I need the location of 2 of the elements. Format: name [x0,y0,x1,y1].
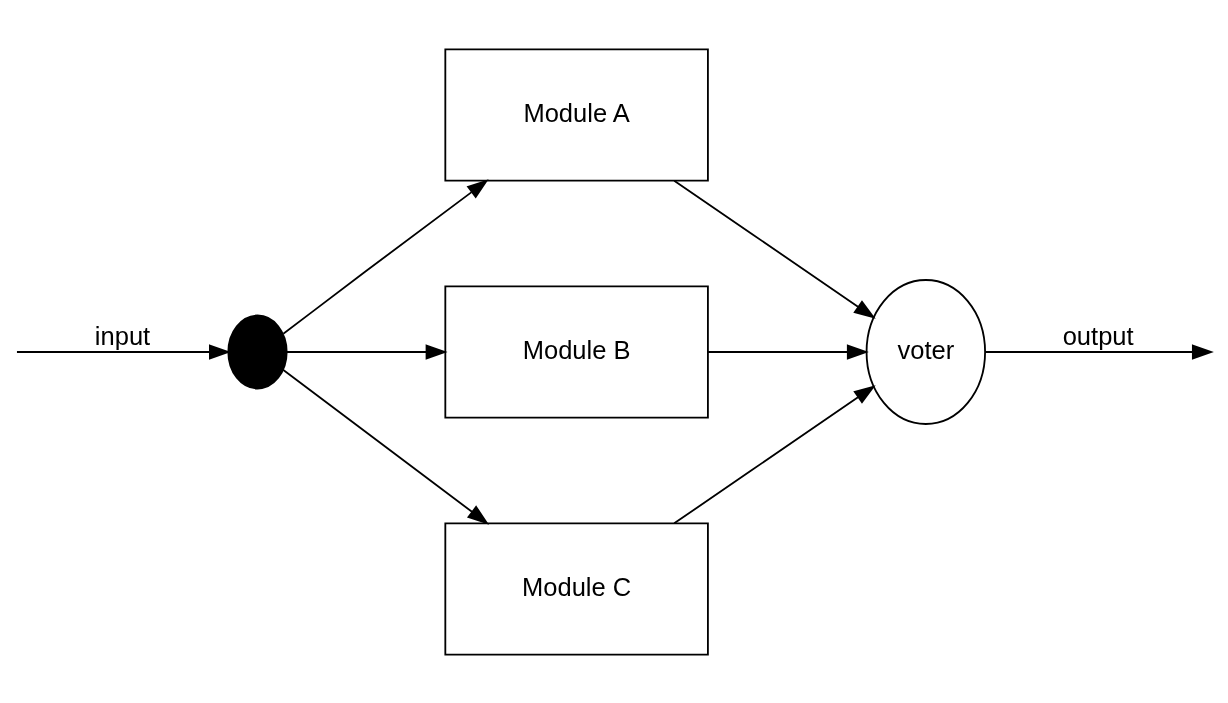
edge-label: output [1062,321,1134,350]
edge-label: input [94,321,151,350]
